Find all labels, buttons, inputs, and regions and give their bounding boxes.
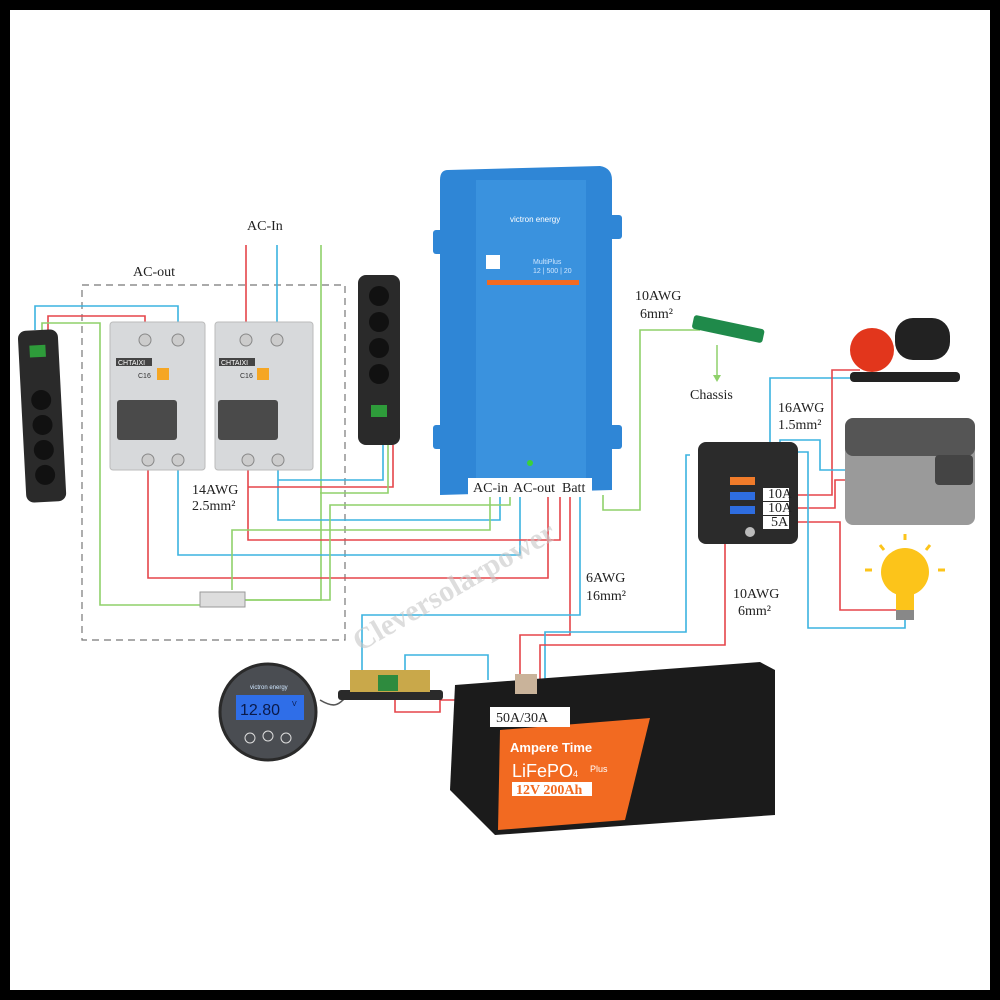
- svg-text:C16: C16: [240, 373, 253, 380]
- svg-text:LiFePO4: LiFePO4: [512, 761, 578, 781]
- dc-wires: [319, 369, 906, 713]
- ac-wires: [34, 245, 700, 606]
- water-pump: [850, 318, 960, 382]
- awg14-label: 14AWG: [192, 483, 238, 498]
- shunt-fuse-label: 50A/30A: [496, 711, 549, 726]
- awg10-top-label: 10AWG: [635, 289, 681, 304]
- fridge: [845, 418, 975, 525]
- ac-in-label: AC-In: [247, 219, 283, 234]
- awg6-label: 6AWG: [586, 571, 625, 586]
- diagram-svg: AC-out AC-In: [17, 166, 975, 835]
- watermark: Cleversolarpower: [347, 515, 561, 658]
- svg-text:12 | 500 | 20: 12 | 500 | 20: [533, 268, 572, 275]
- awg16-label: 16AWG: [778, 401, 824, 416]
- svg-text:CHTAIXI: CHTAIXI: [221, 360, 248, 367]
- mm6-top-label: 6mm²: [640, 307, 673, 322]
- shunt: [338, 670, 443, 700]
- mm16-label: 16mm²: [586, 589, 626, 604]
- breaker-2: CHTAIXI C16: [214, 321, 314, 471]
- mm25-label: 2.5mm²: [192, 499, 235, 514]
- power-strip-right: [358, 275, 400, 445]
- chassis-label: Chassis: [690, 388, 733, 403]
- mm6-bottom-label: 6mm²: [738, 604, 771, 619]
- terminal-block: [199, 591, 246, 608]
- svg-text:12V 200Ah: 12V 200Ah: [516, 783, 582, 798]
- port-ac-in: AC-in: [473, 481, 508, 496]
- mm15-label: 1.5mm²: [778, 418, 821, 433]
- wiring-diagram: AC-out AC-In: [10, 10, 990, 990]
- fuse-3: 5A: [771, 515, 789, 530]
- monitor-reading: 12.80: [240, 702, 280, 719]
- awg10-bottom-label: 10AWG: [733, 587, 779, 602]
- light-bulb: [865, 534, 945, 620]
- fuse-labels: 10A 10A 5A: [763, 487, 793, 530]
- battery: 50A/30A Ampere Time LiFePO4 Plus 12V 200…: [450, 662, 775, 835]
- svg-text:victron energy: victron energy: [510, 215, 560, 224]
- fuse-2: 10A: [768, 501, 793, 516]
- svg-text:Plus: Plus: [590, 764, 608, 774]
- svg-text:C16: C16: [138, 373, 151, 380]
- svg-text:Ampere Time: Ampere Time: [510, 740, 592, 755]
- svg-text:V: V: [292, 701, 297, 708]
- fuse-1: 10A: [768, 487, 793, 502]
- port-batt: Batt: [562, 481, 585, 496]
- ground-busbar: [692, 315, 765, 382]
- power-strip-left: [17, 329, 67, 503]
- ac-enclosure: [81, 284, 346, 641]
- svg-text:victron energy: victron energy: [250, 685, 288, 691]
- port-ac-out: AC-out: [513, 481, 555, 496]
- svg-text:MultiPlus: MultiPlus: [533, 259, 562, 266]
- inverter: victron energy MultiPlus 12 | 500 | 20 A…: [433, 166, 622, 497]
- ac-out-label: AC-out: [133, 265, 175, 280]
- svg-text:CHTAIXI: CHTAIXI: [118, 360, 145, 367]
- breaker-1: CHTAIXI C16: [109, 321, 206, 471]
- battery-monitor: victron energy 12.80 V: [218, 662, 318, 762]
